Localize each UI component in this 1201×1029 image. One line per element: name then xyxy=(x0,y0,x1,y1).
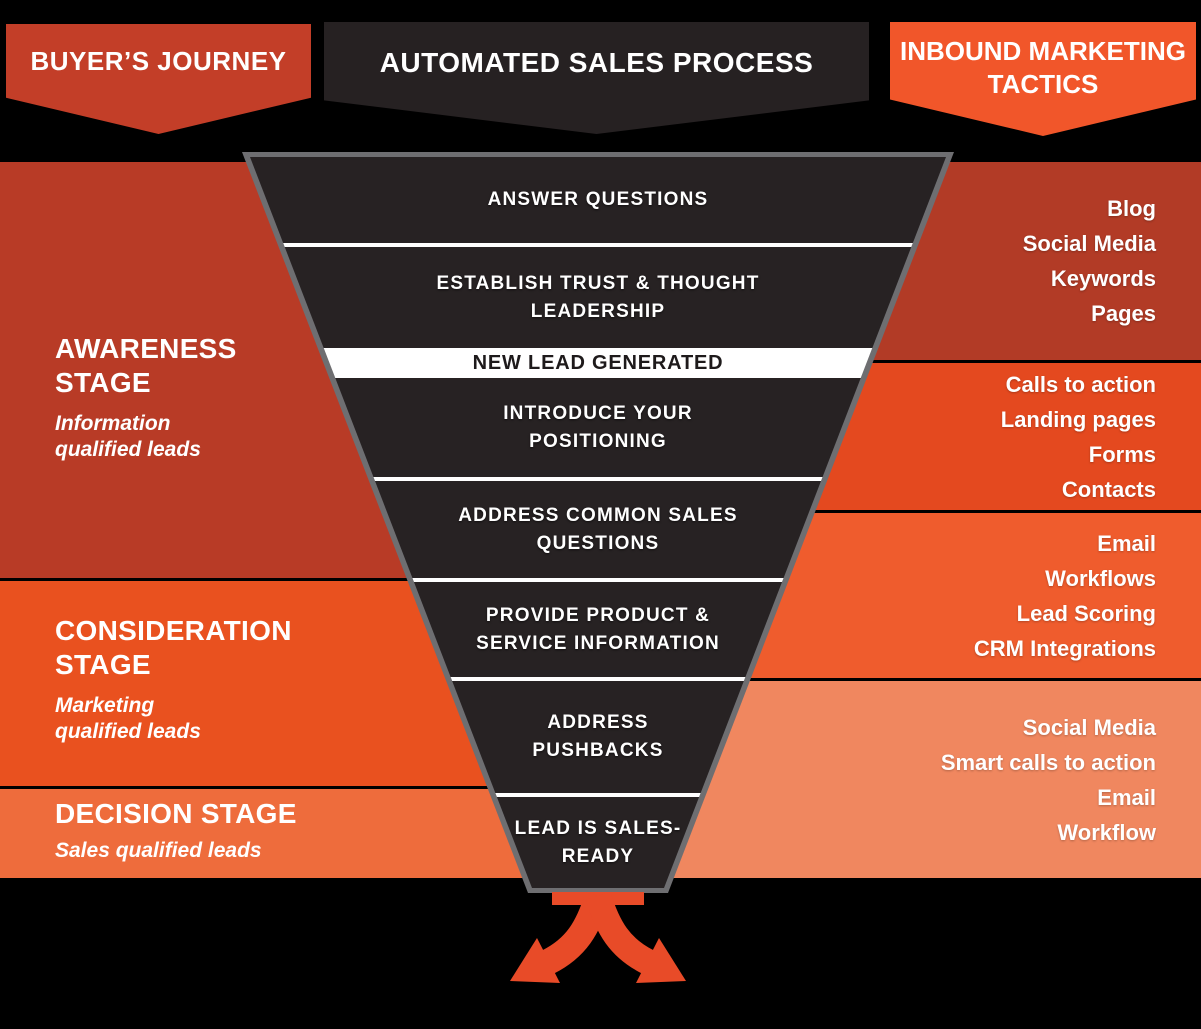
tactic-item: Blog xyxy=(1107,196,1156,221)
tactic-item: Pages xyxy=(1091,301,1156,326)
tactic-item: Social Media xyxy=(1022,714,1156,740)
funnel-step-label: INTRODUCE YOUR POSITIONING xyxy=(503,402,693,452)
split-arrows-icon xyxy=(510,892,686,983)
tactic-item: Email xyxy=(1097,784,1156,810)
arrowhead-left xyxy=(510,938,560,983)
tactic-item: CRM Integrations xyxy=(973,635,1156,661)
tactic-item: Workflows xyxy=(1045,565,1156,591)
funnel-step-label: PROVIDE PRODUCT & SERVICE INFORMATION xyxy=(476,604,720,654)
buyers-journey-banner: BUYER’S JOURNEY xyxy=(6,24,311,134)
tactic-item: Forms xyxy=(1088,441,1156,467)
funnel-step-label: ADDRESS COMMON SALES QUESTIONS xyxy=(458,504,738,554)
funnel-step-label: ADDRESS PUSHBACKS xyxy=(532,712,664,761)
inbound-marketing-tactics-banner: INBOUND MARKETING TACTICS xyxy=(890,22,1196,136)
automated-sales-process-banner: AUTOMATED SALES PROCESS xyxy=(324,22,869,134)
stage-subtitle: Information qualified leads xyxy=(55,412,201,461)
tactic-item: Email xyxy=(1097,530,1156,556)
awareness-stage-text: AWARENESS STAGE Information qualified le… xyxy=(55,332,310,463)
stage-subtitle: Marketing qualified leads xyxy=(55,694,201,743)
tactic-item: Social Media xyxy=(1022,231,1156,256)
stage-title: DECISION STAGE xyxy=(55,798,297,829)
funnel-separator xyxy=(250,477,946,481)
funnel-step-lead-is-sales-ready: LEAD IS SALES-READY xyxy=(250,797,946,888)
consideration-stage-text: CONSIDERATION STAGE Marketing qualified … xyxy=(55,614,310,745)
funnel-step-introduce-positioning: INTRODUCE YOUR POSITIONING xyxy=(250,378,946,477)
funnel-step-address-pushbacks: ADDRESS PUSHBACKS xyxy=(250,681,946,793)
tactic-item: Smart calls to action xyxy=(940,749,1156,775)
funnel-step-establish-trust: ESTABLISH TRUST & THOUGHT LEADERSHIP xyxy=(250,247,946,348)
buyers-journey-banner-label: BUYER’S JOURNEY xyxy=(30,46,287,76)
funnel-step-label: ESTABLISH TRUST & THOUGHT LEADERSHIP xyxy=(436,272,760,322)
stage-title: AWARENESS STAGE xyxy=(55,333,237,398)
tactic-item: Workflow xyxy=(1057,819,1156,845)
arrowhead-right xyxy=(636,938,686,983)
funnel-separator xyxy=(250,578,946,582)
funnel-step-label: NEW LEAD GENERATED xyxy=(472,351,724,374)
inbound-marketing-tactics-banner-label: INBOUND MARKETING TACTICS xyxy=(900,36,1186,99)
funnel-separator xyxy=(250,243,946,247)
tactic-item: Calls to action xyxy=(1005,371,1156,397)
stage-subtitle: Sales qualified leads xyxy=(55,839,262,862)
funnel-step-provide-product-service-info: PROVIDE PRODUCT & SERVICE INFORMATION xyxy=(250,582,946,677)
stage-title: CONSIDERATION STAGE xyxy=(55,615,292,680)
decision-stage-text: DECISION STAGE Sales qualified leads xyxy=(55,797,297,864)
tactic-item: Keywords xyxy=(1050,266,1156,291)
funnel-step-label: ANSWER QUESTIONS xyxy=(487,189,709,210)
funnel-step-label: LEAD IS SALES-READY xyxy=(514,817,682,867)
funnel-separator xyxy=(250,677,946,681)
automated-sales-process-banner-label: AUTOMATED SALES PROCESS xyxy=(379,47,814,78)
funnel-step-address-common-sales-questions: ADDRESS COMMON SALES QUESTIONS xyxy=(250,481,946,578)
tactic-item: Lead Scoring xyxy=(1016,600,1156,626)
funnel-step-answer-questions: ANSWER QUESTIONS xyxy=(250,157,946,243)
tactic-item: Landing pages xyxy=(1000,406,1156,432)
tactic-item: Contacts xyxy=(1061,476,1156,502)
funnel-step-new-lead-generated: NEW LEAD GENERATED xyxy=(250,348,946,378)
funnel-separator xyxy=(250,793,946,797)
